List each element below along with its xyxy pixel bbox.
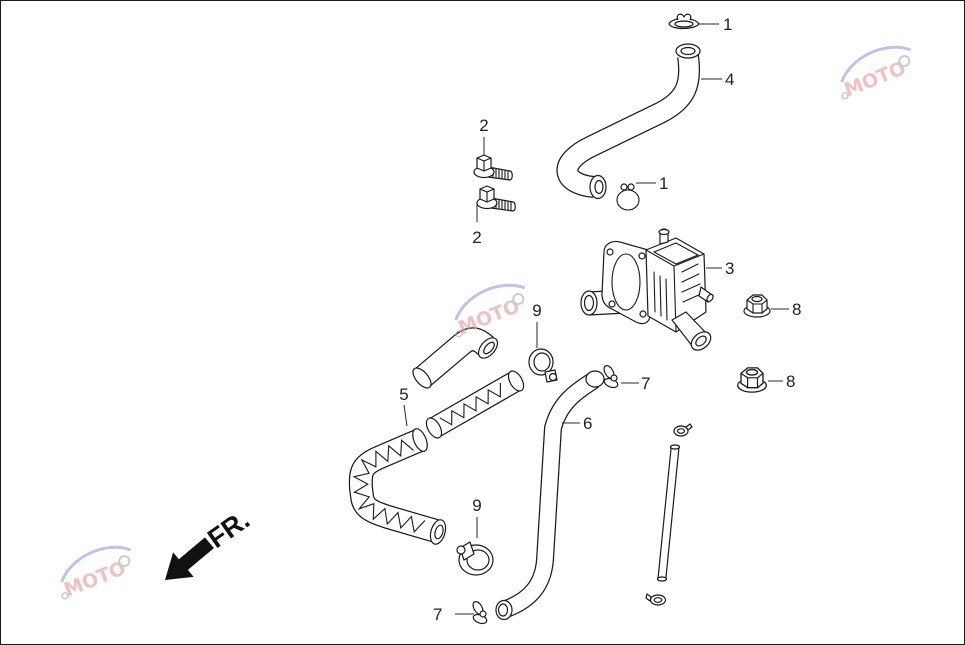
- callout-label: 7: [641, 374, 650, 393]
- callout-label: 2: [472, 228, 481, 247]
- hose-5-spring-wrap: [352, 439, 426, 534]
- tube-clip-bottom: [645, 593, 667, 606]
- hose-5-spring-wrap: [439, 382, 501, 426]
- spring-clip-lower: [472, 601, 488, 625]
- flange-nut-upper: [743, 294, 771, 318]
- callout-label: 8: [786, 372, 795, 391]
- thin-tube: [656, 444, 681, 582]
- callout-label: 5: [399, 385, 408, 404]
- callout-label: 9: [532, 301, 541, 320]
- band-clamp-lower: [456, 541, 494, 576]
- callout-label: 6: [583, 414, 592, 433]
- callout-label: 3: [725, 259, 734, 278]
- flange-bolt-lower: [476, 185, 516, 212]
- callout-label: 4: [725, 70, 734, 89]
- elbow-hose: [412, 327, 499, 389]
- tube-clip-top: [673, 423, 693, 437]
- leader-line: [403, 404, 408, 427]
- callout-label: 1: [723, 15, 732, 34]
- callout-label: 7: [433, 605, 442, 624]
- flange-nut-lower: [737, 367, 767, 393]
- hose-5: [348, 370, 525, 545]
- hose-clip-top: [668, 13, 700, 30]
- band-clamp-upper: [528, 348, 558, 383]
- spring-clip-upper: [603, 365, 619, 389]
- callout-label: 9: [472, 496, 481, 515]
- hose-4: [556, 43, 701, 200]
- front-direction-arrow: [165, 537, 214, 580]
- hose-6: [495, 370, 605, 621]
- callout-label: 2: [479, 116, 488, 135]
- valve-3: [580, 228, 714, 351]
- hose-clip-ring: [616, 183, 640, 211]
- callout-label: 8: [792, 300, 801, 319]
- callout-label: 1: [659, 174, 668, 193]
